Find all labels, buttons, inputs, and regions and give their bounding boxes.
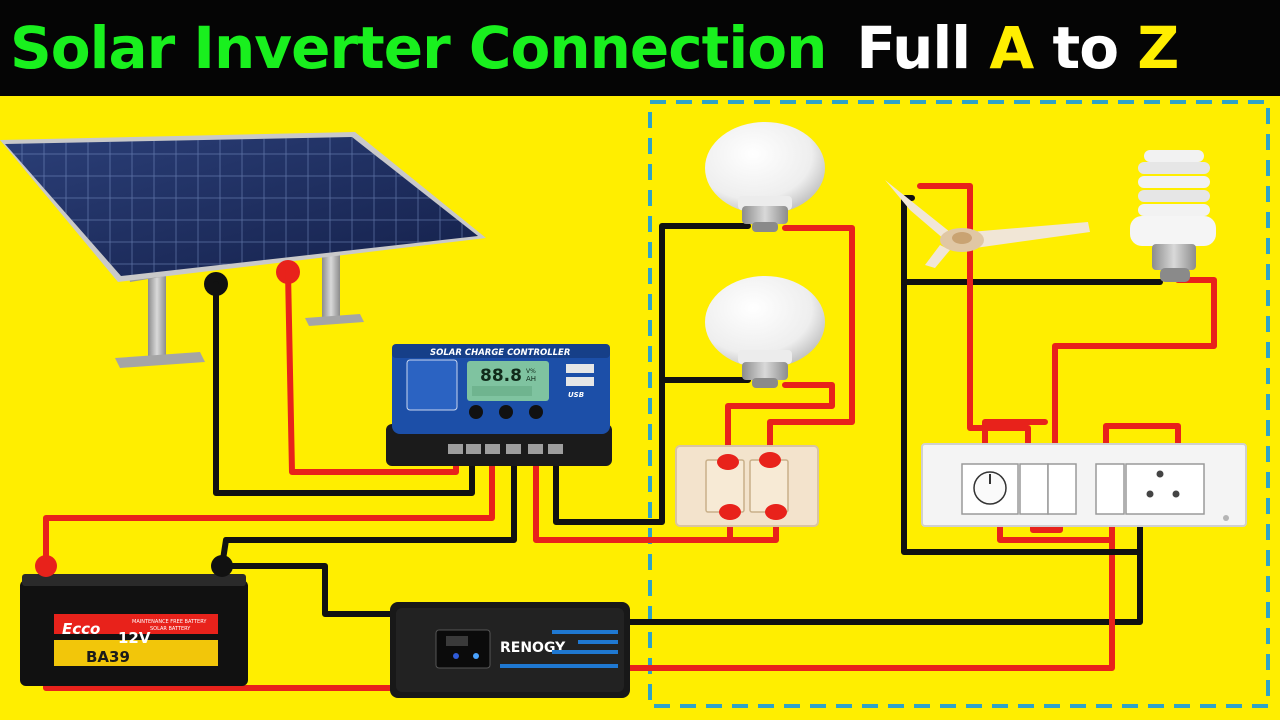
led-bulb-top <box>705 122 825 232</box>
switch-cfl <box>1047 463 1077 515</box>
battery: Ecco 12V BA39 MAINTENANCE FREE BATTERY S… <box>20 555 248 686</box>
switch-board-right <box>921 443 1247 527</box>
switch-socket <box>1095 463 1125 515</box>
controller-display: 88.8 <box>480 366 522 386</box>
battery-model: BA39 <box>86 648 130 666</box>
wire-bulb2-switch <box>725 382 835 463</box>
wire-battery-positive <box>43 447 495 569</box>
controller-status-icons <box>406 359 458 411</box>
controller-button-3 <box>529 405 543 419</box>
controller-button-2 <box>499 405 513 419</box>
controller-usb-label: USB <box>568 391 584 399</box>
battery-brand: Ecco <box>62 620 100 638</box>
switch-fan <box>1019 463 1049 515</box>
battery-positive-terminal <box>35 555 57 577</box>
wire-battery-inverter-negative <box>219 563 399 617</box>
title-to-text: to <box>1052 14 1119 82</box>
controller-usb-port-2 <box>566 377 594 386</box>
inverter-brand: RENOGY <box>500 640 566 656</box>
inverter-display <box>435 629 491 669</box>
wire-panel-negative <box>213 281 475 496</box>
inverter: RENOGY <box>390 602 630 698</box>
title-bar: Solar Inverter Connection Full A to Z <box>0 0 1280 96</box>
wire-cfl-red <box>1052 277 1217 471</box>
wire-battery-negative <box>219 447 517 569</box>
controller-unit-bottom: AH <box>526 375 536 383</box>
video-title: Solar Inverter Connection Full A to Z <box>10 4 1179 92</box>
ceiling-fan <box>885 180 1090 268</box>
controller-label: SOLAR CHARGE CONTROLLER <box>430 348 570 358</box>
cfl-bulb <box>1130 150 1216 282</box>
wire-bulb1-switch <box>767 225 855 463</box>
wire-fan-red <box>917 183 1031 473</box>
controller-usb-port-1 <box>566 364 594 373</box>
wires <box>43 183 1217 691</box>
controller-unit-top: V% <box>526 368 536 375</box>
charge-controller: SOLAR CHARGE CONTROLLER 88.8 V% AH USB <box>386 344 612 466</box>
title-z-text: Z <box>1137 14 1179 82</box>
battery-note-line2: SOLAR BATTERY <box>150 626 191 632</box>
controller-button-1 <box>469 405 483 419</box>
power-socket <box>1125 463 1205 515</box>
title-a-text: A <box>989 14 1034 82</box>
wire-load-negative <box>553 223 751 525</box>
solar-panel <box>0 132 486 368</box>
battery-voltage: 12V <box>118 629 151 647</box>
switch-board-left <box>675 445 819 527</box>
panel-frame <box>0 132 486 282</box>
house-wiring-boundary <box>648 100 1270 708</box>
wire-inverter-out-red <box>625 509 1115 671</box>
title-main-text: Solar Inverter Connection <box>10 14 827 82</box>
wire-fan-black <box>901 195 1143 555</box>
battery-negative-terminal <box>211 555 233 577</box>
controller-terminals <box>448 444 563 454</box>
battery-note-line1: MAINTENANCE FREE BATTERY <box>132 619 207 625</box>
controller-lcd-icons <box>472 386 532 396</box>
wire-inverter-out-black <box>625 493 1143 625</box>
led-bulb-bottom <box>705 276 825 388</box>
title-full-text: Full <box>856 14 971 82</box>
battery-label-band <box>54 640 218 666</box>
